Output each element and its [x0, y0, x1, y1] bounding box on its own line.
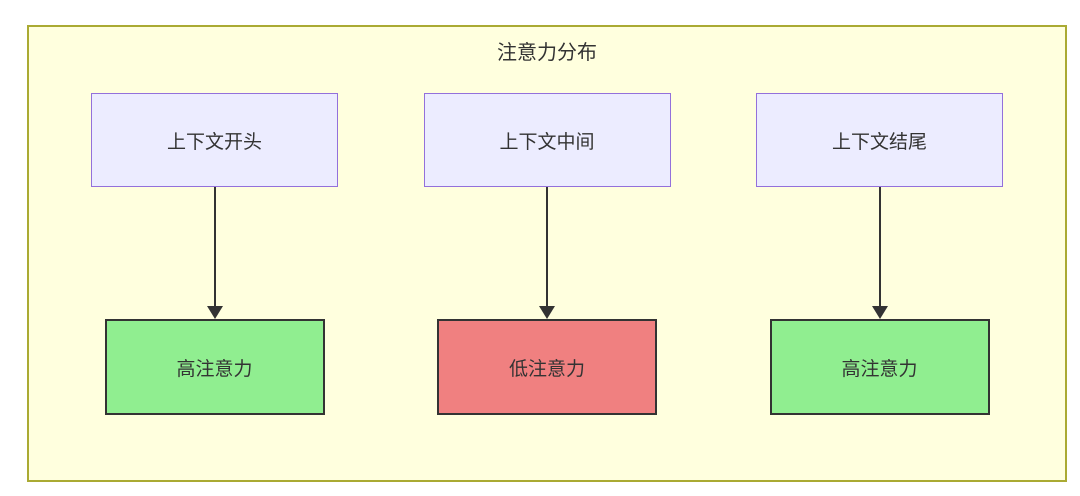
- arrowhead-icon: [206, 306, 223, 319]
- target-node-label: 高注意力: [176, 358, 253, 380]
- arrow-line: [878, 187, 881, 307]
- diagram-column-begin: 上下文开头 高注意力: [91, 93, 338, 415]
- target-node-low-attention: 低注意力: [437, 319, 657, 415]
- source-node-context-begin: 上下文开头: [91, 93, 338, 187]
- diagram-column-end: 上下文结尾 高注意力: [756, 93, 1003, 415]
- diagram-column-middle: 上下文中间 低注意力: [423, 93, 671, 415]
- arrow-connector: [539, 187, 555, 319]
- target-node-label: 高注意力: [841, 358, 918, 380]
- arrowhead-icon: [539, 306, 555, 319]
- arrow-connector: [206, 187, 223, 319]
- arrow-line: [213, 187, 216, 307]
- source-node-label: 上下文结尾: [831, 131, 927, 153]
- arrow-line: [546, 187, 548, 307]
- arrowhead-icon: [871, 306, 888, 319]
- diagram-container: 注意力分布 上下文开头 高注意力 上下文中间 低注意力: [27, 25, 1067, 482]
- target-node-high-attention-1: 高注意力: [104, 319, 325, 415]
- source-node-context-middle: 上下文中间: [423, 93, 671, 187]
- source-node-label: 上下文开头: [166, 131, 262, 153]
- target-node-label: 低注意力: [508, 358, 585, 380]
- arrow-connector: [871, 187, 888, 319]
- source-node-context-end: 上下文结尾: [756, 93, 1003, 187]
- diagram-columns: 上下文开头 高注意力 上下文中间 低注意力 上下文结: [29, 93, 1065, 415]
- source-node-label: 上下文中间: [499, 131, 595, 153]
- diagram-title: 注意力分布: [497, 42, 597, 64]
- target-node-high-attention-2: 高注意力: [769, 319, 990, 415]
